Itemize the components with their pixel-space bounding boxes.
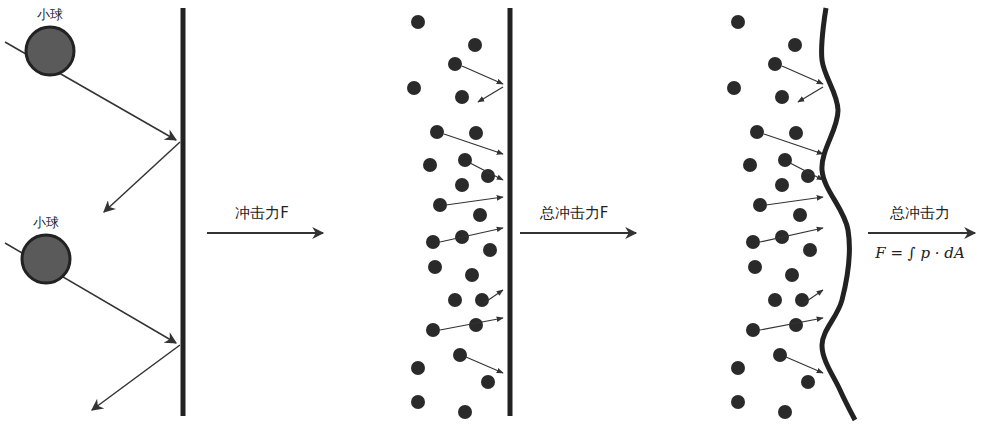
ball-shape	[19, 232, 73, 286]
molecule	[411, 395, 425, 409]
trajectory	[104, 142, 180, 212]
force-label: 总冲击力F	[538, 204, 611, 223]
molecule	[473, 208, 487, 222]
ball-label: 小球	[20, 6, 80, 24]
molecule	[448, 57, 462, 71]
impact-arrow	[462, 66, 503, 84]
molecule	[775, 90, 789, 104]
impact-arrow	[444, 134, 503, 154]
force-arrow	[868, 232, 975, 234]
ball: 小球	[16, 214, 76, 286]
molecule	[778, 153, 792, 167]
molecule	[430, 125, 444, 139]
impact-arrow	[440, 318, 503, 330]
impact-arrow	[466, 357, 503, 373]
wall	[181, 8, 186, 416]
impact-arrow	[446, 197, 503, 205]
molecule	[789, 126, 803, 140]
molecule	[743, 158, 757, 172]
molecule	[778, 405, 792, 419]
molecule	[428, 260, 442, 274]
molecule	[793, 208, 807, 222]
molecule	[455, 90, 469, 104]
molecule	[453, 348, 467, 362]
impact-arrow	[766, 197, 823, 205]
ball-label: 小球	[16, 214, 76, 232]
molecule	[483, 243, 497, 257]
molecule	[426, 323, 440, 337]
molecule	[468, 38, 482, 52]
impact-arrow	[484, 290, 503, 303]
molecule	[748, 260, 762, 274]
molecule	[458, 405, 472, 419]
molecule	[731, 361, 745, 375]
molecule	[773, 348, 787, 362]
ball: 小球	[20, 6, 80, 78]
impact-arrow	[760, 318, 823, 330]
molecule	[469, 126, 483, 140]
impact-arrow	[764, 134, 823, 154]
molecule	[411, 15, 425, 29]
impact-arrow	[804, 290, 823, 303]
molecule	[801, 169, 815, 183]
molecule	[746, 235, 760, 249]
force-arrow	[520, 232, 636, 234]
molecule	[433, 198, 447, 212]
molecule	[768, 57, 782, 71]
molecule	[455, 178, 469, 192]
force-arrow	[207, 232, 323, 234]
molecule	[753, 198, 767, 212]
molecule	[801, 375, 815, 389]
molecule	[407, 81, 421, 95]
impact-arrow	[478, 87, 503, 102]
impact-arrow	[760, 228, 823, 242]
molecule	[469, 318, 483, 332]
molecule	[458, 153, 472, 167]
molecule	[731, 15, 745, 29]
molecule	[789, 318, 803, 332]
molecule	[731, 395, 745, 409]
molecule	[746, 323, 760, 337]
molecule	[481, 169, 495, 183]
force-label: 总冲击力	[888, 204, 952, 223]
molecule	[481, 375, 495, 389]
trajectory	[92, 345, 180, 410]
impact-arrow	[470, 163, 503, 180]
molecule	[785, 268, 799, 282]
molecule	[788, 38, 802, 52]
molecule	[426, 235, 440, 249]
impact-arrow	[790, 163, 823, 180]
force-label: 冲击力F	[233, 204, 291, 223]
molecule	[768, 293, 782, 307]
impact-arrow	[786, 357, 823, 373]
molecule	[411, 361, 425, 375]
impact-arrow	[782, 66, 823, 84]
formula: F = ∫ p · dA	[873, 244, 966, 262]
molecule	[727, 81, 741, 95]
molecule	[423, 158, 437, 172]
molecule	[750, 125, 764, 139]
molecule	[775, 178, 789, 192]
impact-arrow	[798, 87, 823, 102]
impact-arrow	[440, 228, 503, 242]
molecule	[475, 293, 489, 307]
molecule	[803, 243, 817, 257]
molecule	[795, 293, 809, 307]
molecule	[448, 293, 462, 307]
wall	[508, 8, 513, 416]
ball-shape	[23, 24, 77, 78]
wavy-wall	[822, 8, 855, 420]
molecule	[465, 268, 479, 282]
